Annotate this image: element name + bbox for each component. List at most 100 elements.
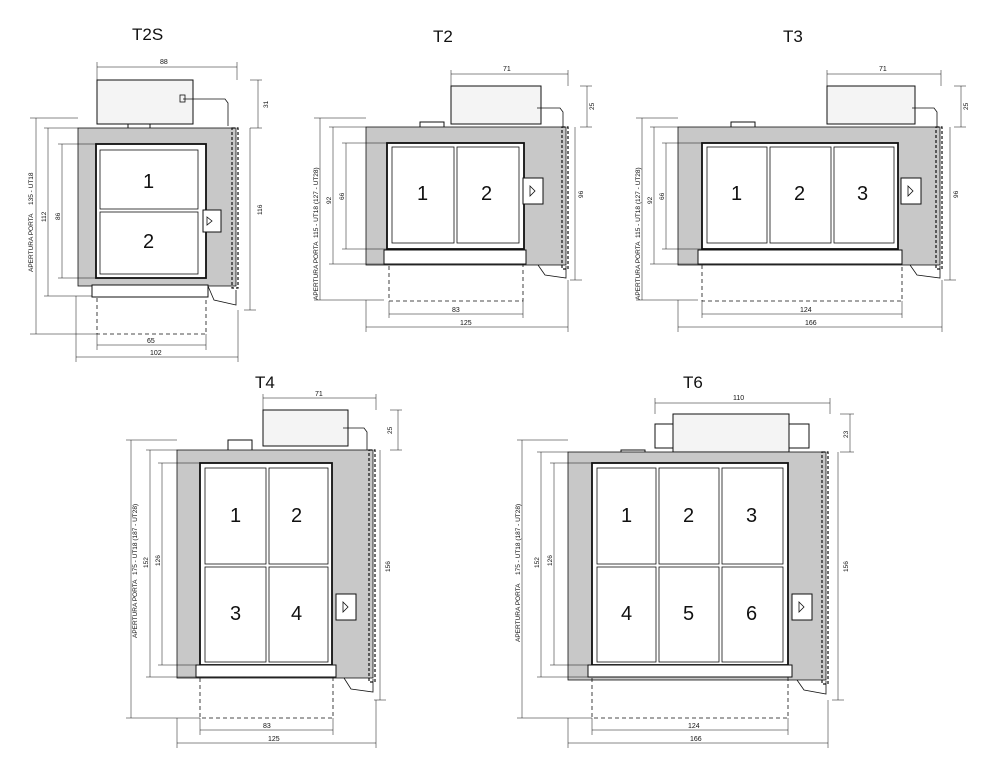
door-opening-label: APERTURA PORTA bbox=[28, 213, 35, 272]
door-swing bbox=[388, 263, 524, 302]
condensing-unit bbox=[450, 85, 542, 125]
dim-left-outer: 175 - UT18 (187 - UT28) bbox=[132, 504, 139, 575]
dim-bottom-inner: 124 bbox=[688, 723, 700, 730]
cell-4 bbox=[596, 566, 657, 663]
dim-unit-height: 23 bbox=[843, 430, 850, 438]
cell-label: 1 bbox=[417, 183, 428, 205]
cell-2 bbox=[99, 211, 199, 275]
cell-label: 6 bbox=[746, 603, 757, 625]
dim-top: 110 bbox=[733, 395, 744, 402]
cell-label: 2 bbox=[291, 505, 302, 527]
diagram-title: T3 bbox=[783, 27, 803, 46]
cell-3 bbox=[721, 467, 784, 565]
dim-bottom-inner: 65 bbox=[147, 338, 155, 345]
cell-label: 2 bbox=[794, 183, 805, 205]
dim-left-inner-1: 92 bbox=[326, 196, 333, 204]
dim-bottom-outer: 125 bbox=[460, 320, 472, 327]
dim-unit-height: 25 bbox=[589, 102, 596, 110]
cell-label: 3 bbox=[746, 505, 757, 527]
dim-top: 71 bbox=[879, 66, 887, 73]
dim-left-inner-1: 112 bbox=[41, 211, 48, 222]
dim-left-inner-2: 66 bbox=[659, 192, 666, 200]
door-opening-label: APERTURA PORTA bbox=[132, 579, 139, 638]
cell-label: 2 bbox=[683, 505, 694, 527]
dim-left-outer: 135 - UT18 bbox=[28, 172, 35, 205]
door-swing bbox=[199, 676, 334, 719]
door-swing bbox=[701, 263, 903, 302]
cell-3 bbox=[833, 146, 895, 244]
diagram-title: T4 bbox=[255, 373, 275, 392]
cell-1 bbox=[391, 146, 455, 244]
evaporator bbox=[522, 177, 544, 205]
dim-right-height: 156 bbox=[843, 561, 850, 572]
cell-label: 1 bbox=[731, 183, 742, 205]
dim-top: 71 bbox=[315, 391, 323, 398]
cell-label: 3 bbox=[230, 603, 241, 625]
dim-bottom-outer: 102 bbox=[150, 350, 162, 357]
dim-unit-height: 31 bbox=[263, 100, 270, 108]
evaporator bbox=[791, 593, 813, 621]
cell-label: 5 bbox=[683, 603, 694, 625]
cell-6 bbox=[721, 566, 784, 663]
dim-left-inner-2: 66 bbox=[339, 192, 346, 200]
dim-left-inner-1: 152 bbox=[534, 557, 541, 568]
cell-2 bbox=[456, 146, 520, 244]
dim-left-inner-1: 92 bbox=[647, 196, 654, 204]
cell-label: 4 bbox=[291, 603, 302, 625]
diagram-title: T6 bbox=[683, 373, 703, 392]
cell-2 bbox=[268, 467, 329, 565]
dim-bottom-outer: 125 bbox=[268, 736, 280, 743]
cell-5 bbox=[658, 566, 720, 663]
condensing-unit bbox=[826, 85, 916, 125]
cell-label: 1 bbox=[621, 505, 632, 527]
dim-left-inner-2: 126 bbox=[547, 555, 554, 566]
dim-bottom-inner: 83 bbox=[452, 307, 460, 314]
cell-2 bbox=[769, 146, 832, 244]
dim-bottom-inner: 83 bbox=[263, 723, 271, 730]
dim-left-inner-2: 86 bbox=[55, 212, 62, 220]
evaporator bbox=[335, 593, 357, 621]
cell-label: 1 bbox=[230, 505, 241, 527]
cell-1 bbox=[596, 467, 657, 565]
dim-bottom-outer: 166 bbox=[690, 736, 702, 743]
dim-left-outer: 115 - UT18 (127 - UT28) bbox=[313, 167, 320, 238]
cell-label: 2 bbox=[481, 183, 492, 205]
cell-1 bbox=[706, 146, 768, 244]
door-swing bbox=[591, 676, 789, 719]
cell-4 bbox=[268, 566, 329, 663]
dim-right-height: 156 bbox=[385, 561, 392, 572]
condensing-unit bbox=[672, 413, 790, 453]
door-opening-label: APERTURA PORTA bbox=[313, 241, 320, 300]
door-opening-label: APERTURA PORTA bbox=[635, 241, 642, 300]
diagram-title: T2 bbox=[433, 27, 453, 46]
diagram-t2s: T2S 88 1 2 31 116 135 - UT18 APERTURA PO… bbox=[28, 25, 270, 362]
diagram-t4: T4 71 1 2 3 4 25 156 175 - UT18 (187 - U… bbox=[126, 373, 402, 748]
cell-1 bbox=[99, 149, 199, 210]
dim-top: 71 bbox=[503, 66, 511, 73]
diagram-t6: T6 110 1 2 3 4 5 6 23 156 175 - UT18 (18… bbox=[515, 373, 854, 748]
diagram-t3: T3 71 1 2 3 25 96 115 - UT18 (127 - UT28… bbox=[635, 27, 970, 332]
dim-bottom-inner: 124 bbox=[800, 307, 812, 314]
dim-left-inner-1: 152 bbox=[143, 557, 150, 568]
dim-top: 88 bbox=[160, 59, 168, 66]
diagram-title: T2S bbox=[132, 25, 163, 44]
dim-left-inner-2: 126 bbox=[155, 555, 162, 566]
door-swing bbox=[96, 296, 207, 335]
cell-1 bbox=[204, 467, 267, 565]
dim-right-height: 96 bbox=[953, 190, 960, 198]
condensing-unit bbox=[262, 409, 349, 447]
cell-label: 4 bbox=[621, 603, 632, 625]
dim-left-outer: 115 - UT18 (127 - UT28) bbox=[635, 167, 642, 238]
dim-left-outer: 175 - UT18 (187 - UT28) bbox=[515, 504, 522, 575]
diagram-t2: T2 71 1 2 25 96 115 - UT18 (127 - UT28) … bbox=[313, 27, 596, 332]
dim-right-height: 96 bbox=[578, 190, 585, 198]
condensing-unit bbox=[96, 79, 194, 125]
dim-unit-height: 25 bbox=[387, 426, 394, 434]
door-opening-label: APERTURA PORTA bbox=[515, 583, 522, 642]
dim-unit-height: 25 bbox=[963, 102, 970, 110]
cell-3 bbox=[204, 566, 267, 663]
evaporator bbox=[900, 177, 922, 205]
dim-right-height: 116 bbox=[257, 204, 264, 215]
dim-bottom-outer: 166 bbox=[805, 320, 817, 327]
